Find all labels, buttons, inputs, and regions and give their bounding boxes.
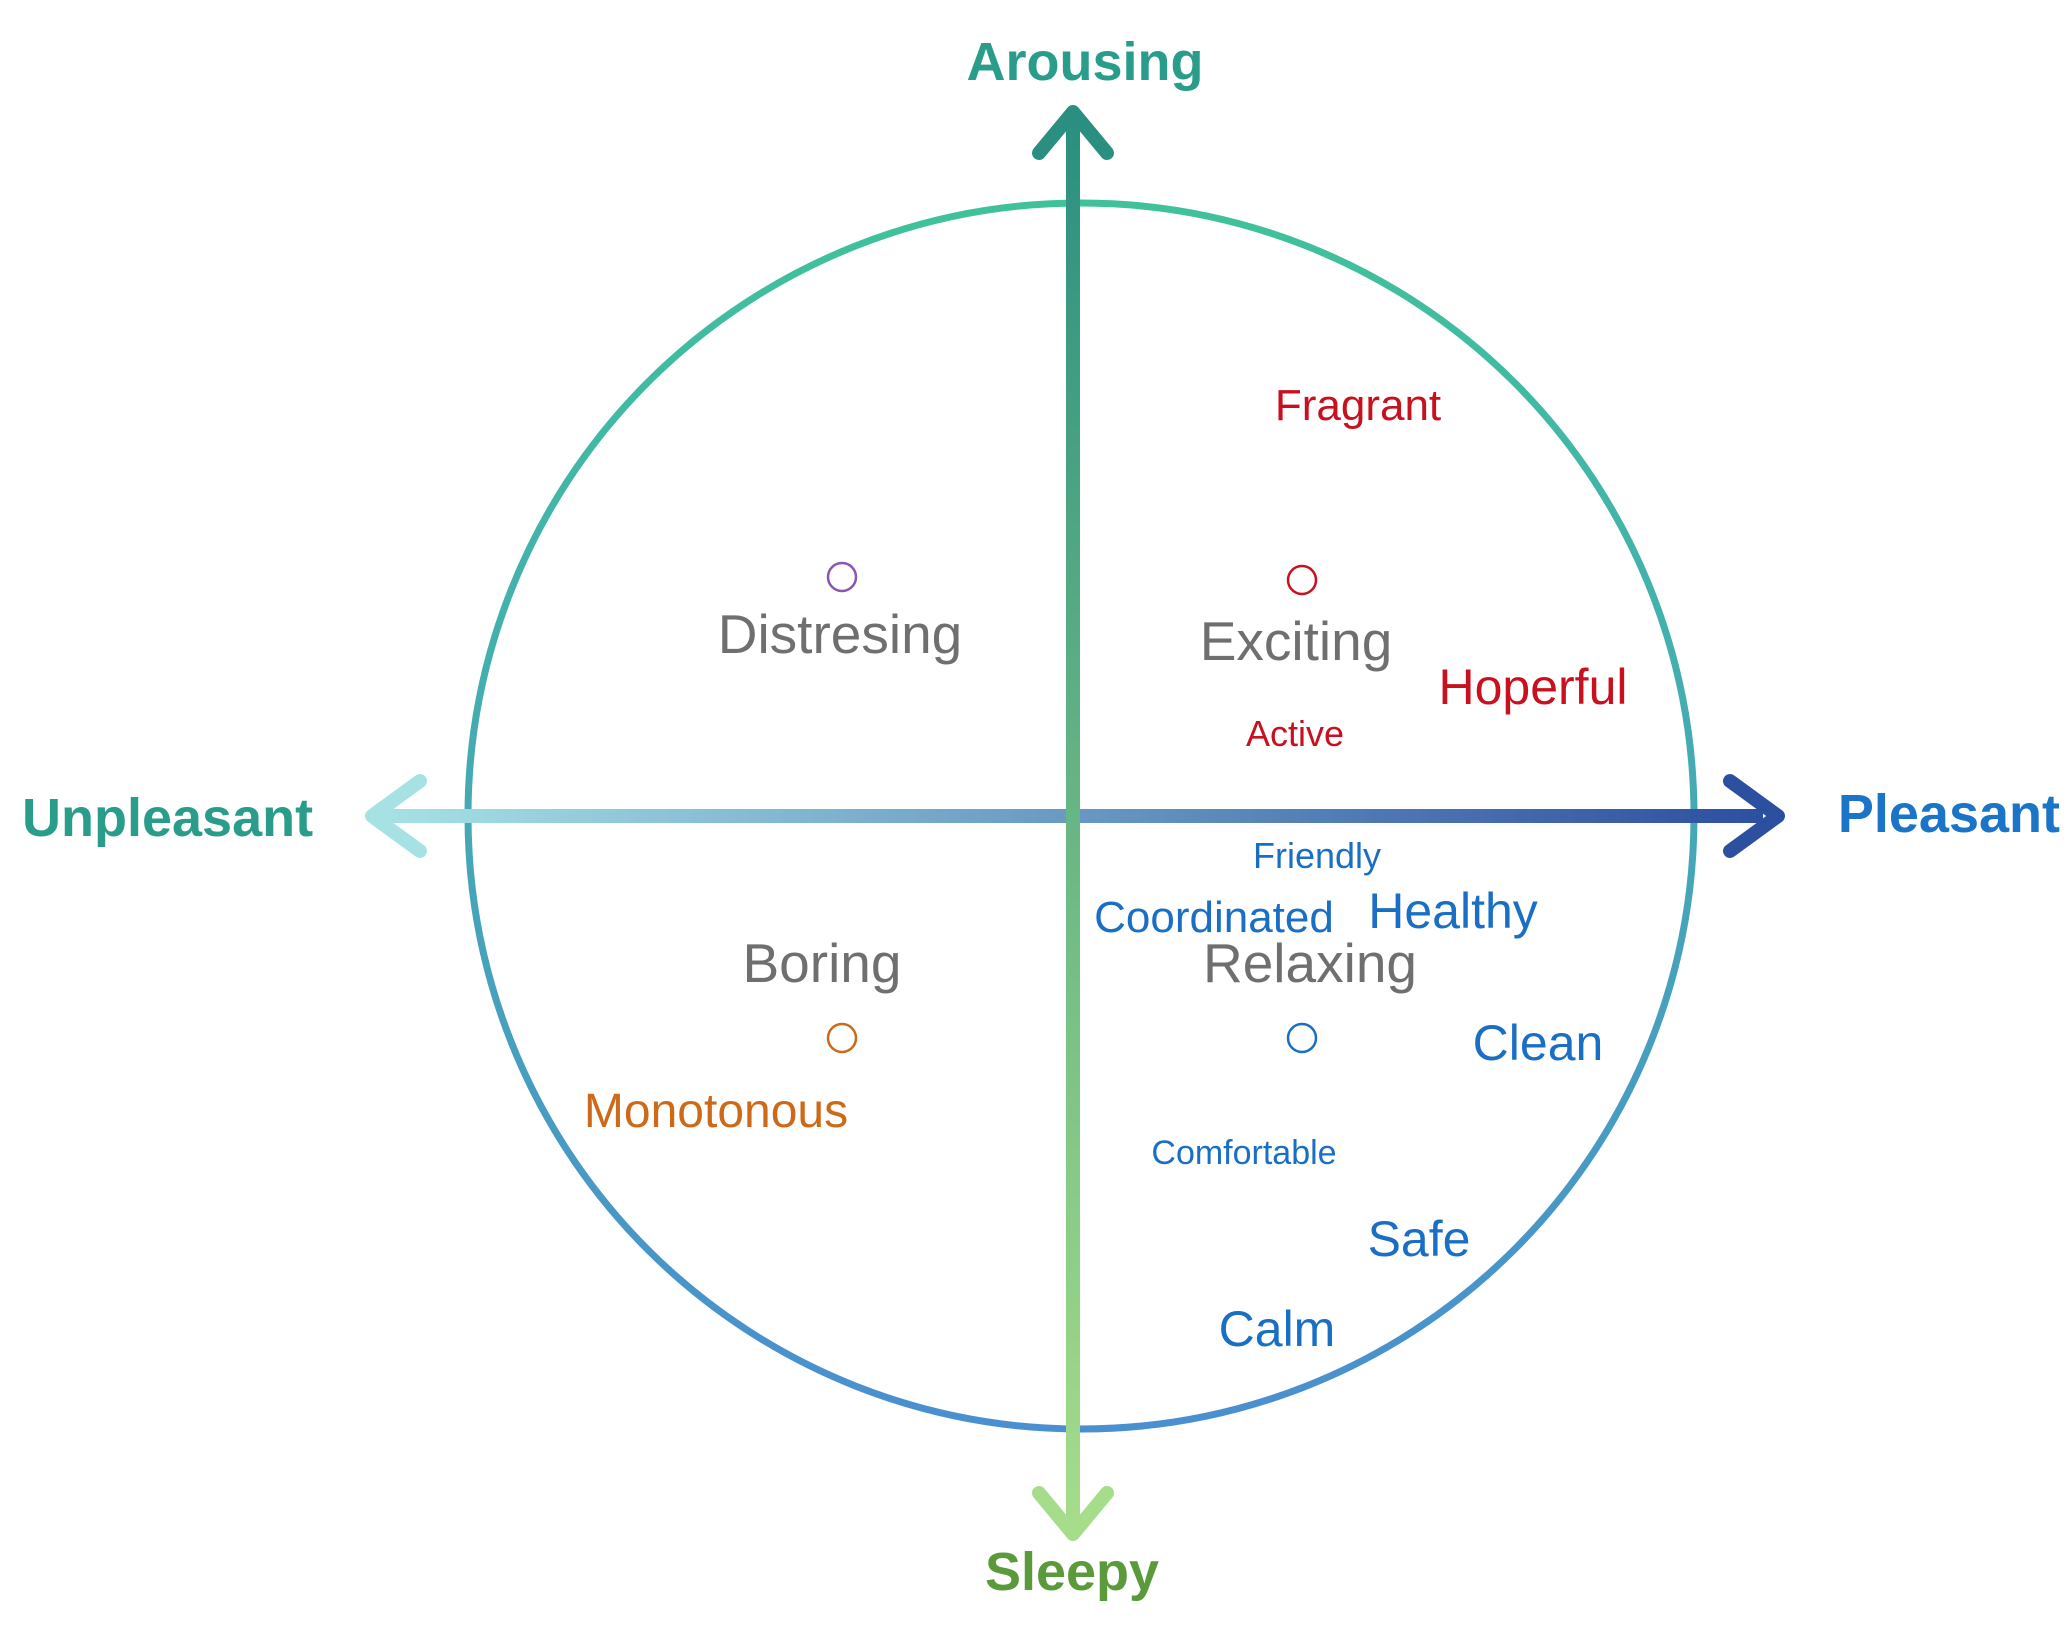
axis-label-left: Unpleasant	[22, 788, 313, 848]
term-calm: Calm	[1219, 1301, 1336, 1357]
axis-label-bottom: Sleepy	[985, 1542, 1159, 1602]
term-hoperful: Hoperful	[1439, 659, 1628, 715]
term-fragrant: Fragrant	[1275, 381, 1441, 430]
distressing-marker	[826, 561, 858, 593]
quadrant-label-exciting: Exciting	[1200, 610, 1393, 672]
vertical-axis-arrow	[1032, 105, 1114, 1541]
term-friendly: Friendly	[1253, 835, 1381, 876]
axis-label-top: Arousing	[967, 32, 1204, 92]
term-healthy: Healthy	[1368, 883, 1538, 939]
quadrant-label-distressing: Distresing	[718, 603, 963, 665]
exciting-marker	[1286, 564, 1318, 596]
quadrant-label-boring: Boring	[743, 932, 902, 994]
term-comfortable: Comfortable	[1151, 1134, 1336, 1172]
term-safe: Safe	[1368, 1211, 1471, 1267]
term-clean: Clean	[1473, 1015, 1604, 1071]
relaxing-marker	[1286, 1022, 1318, 1054]
term-coordinated: Coordinated	[1094, 893, 1334, 942]
boring-marker	[826, 1022, 858, 1054]
quadrant-label-relaxing: Relaxing	[1203, 932, 1417, 994]
term-monotonous: Monotonous	[584, 1085, 848, 1138]
axis-label-right: Pleasant	[1838, 784, 2060, 844]
term-active: Active	[1246, 713, 1344, 754]
